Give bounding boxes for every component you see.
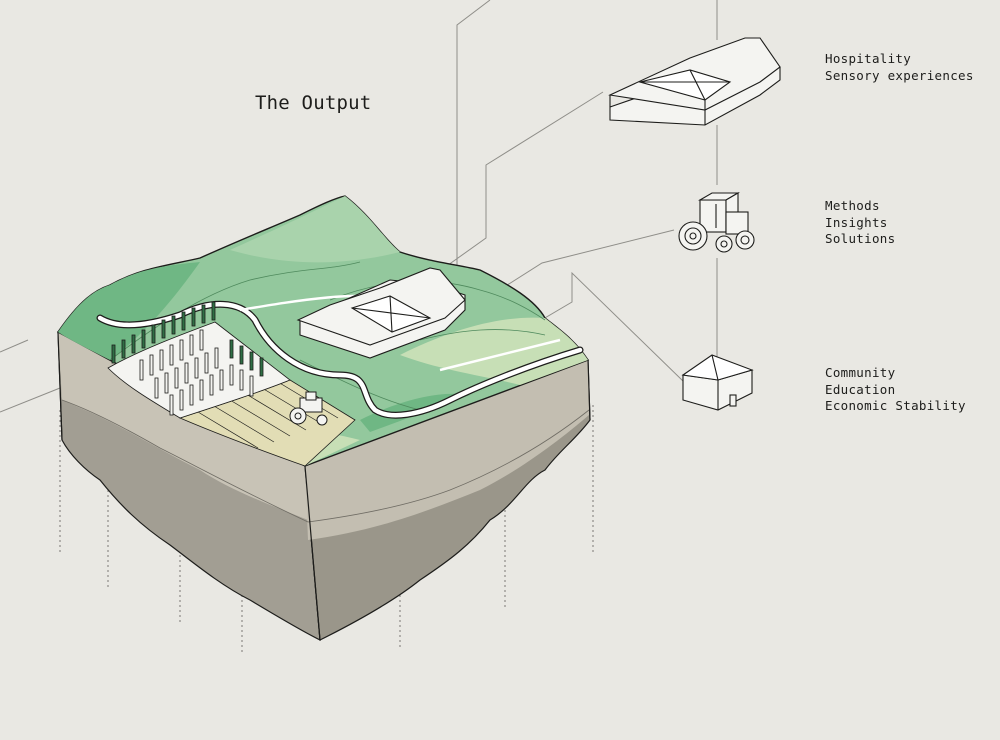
- hill-light-back: [230, 196, 400, 263]
- output-line: Solutions: [825, 231, 896, 246]
- terrain-building: [296, 267, 466, 359]
- output-line: Economic Stability: [825, 398, 966, 413]
- tractor-icon: [678, 192, 755, 253]
- output-label-community: Community Education Economic Stability: [825, 365, 966, 415]
- orchard-ground: [107, 321, 291, 419]
- hill-dark-left: [58, 262, 200, 360]
- diagram-title: The Output: [255, 92, 372, 114]
- output-line: Insights: [825, 214, 888, 230]
- orchard-trees: [111, 301, 264, 416]
- output-line: Methods: [825, 198, 880, 213]
- output-line: Sensory experiences: [825, 67, 974, 83]
- building-icon: [608, 37, 781, 126]
- field-tractor: [289, 391, 328, 426]
- house-icon: [681, 354, 754, 411]
- output-label-hospitality: Hospitality Sensory experiences: [825, 51, 974, 84]
- output-line: Hospitality: [825, 51, 912, 66]
- output-line: Community: [825, 365, 896, 380]
- soil-right-top: [305, 360, 589, 540]
- contour-lines: [109, 261, 546, 411]
- output-line: Education: [825, 381, 896, 397]
- output-label-methods: Methods Insights Solutions: [825, 198, 895, 248]
